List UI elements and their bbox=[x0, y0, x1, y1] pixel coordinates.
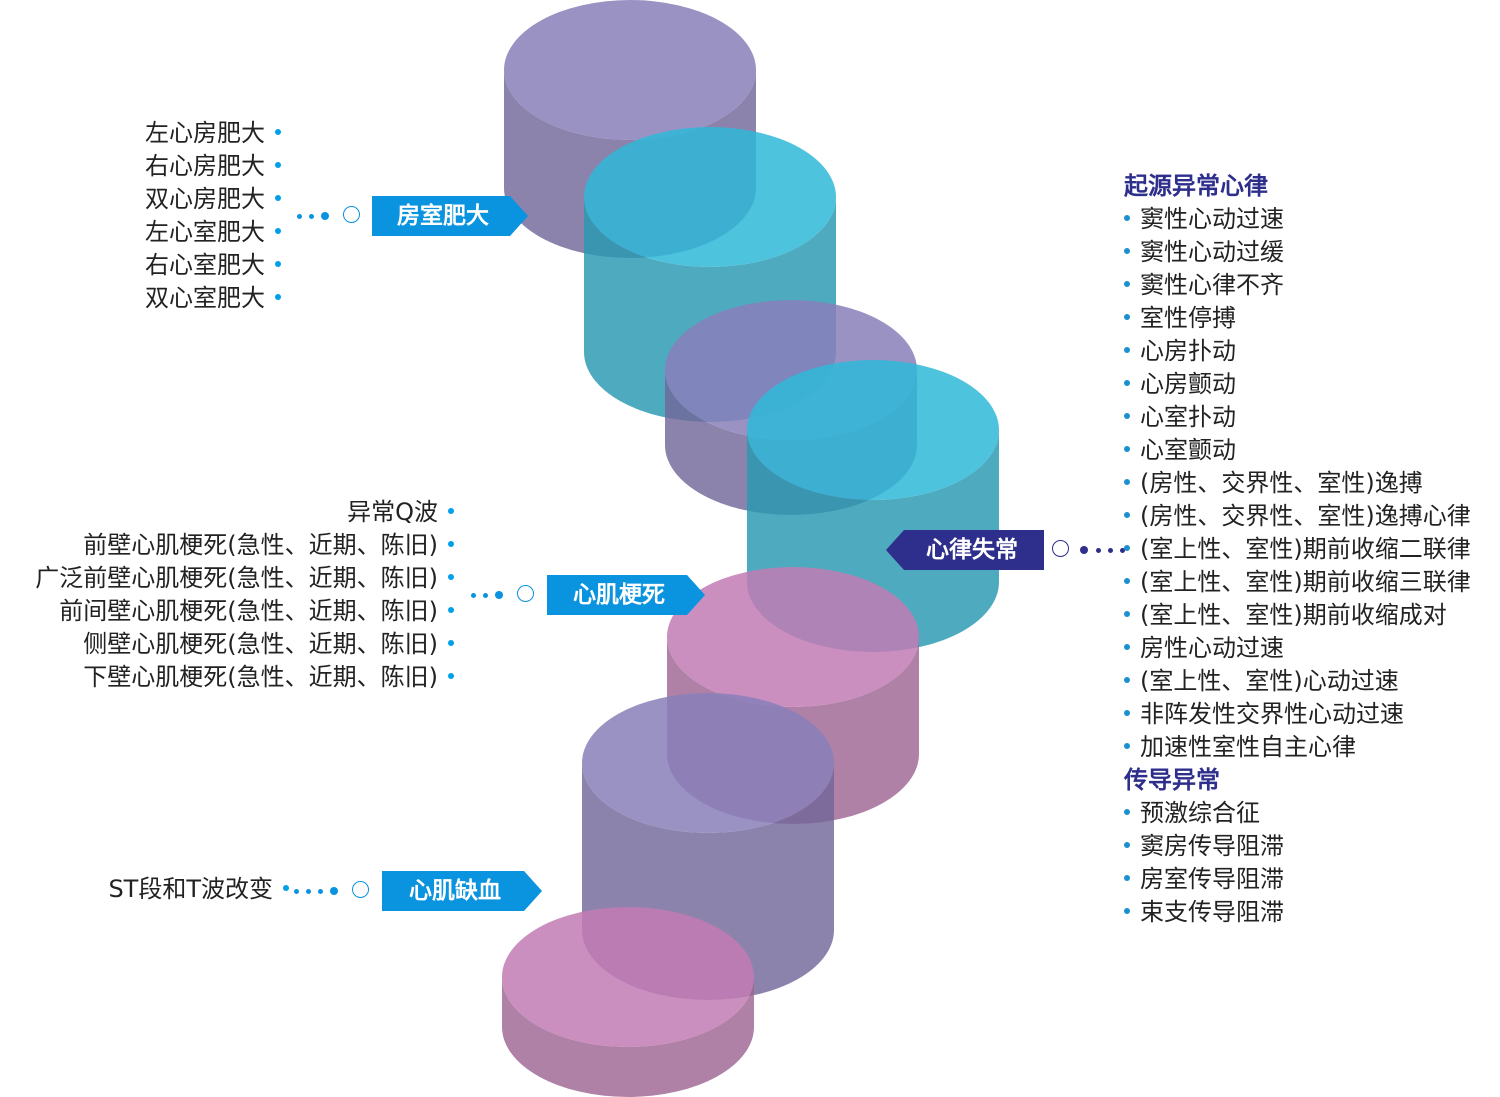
cylinder-7-top bbox=[502, 907, 754, 1047]
arrhythmia-item: (室上性、室性)期前收缩二联律 bbox=[1124, 533, 1471, 566]
hypertrophy-item: 右心室肥大 bbox=[145, 249, 281, 282]
hypertrophy-item: 右心房肥大 bbox=[145, 150, 281, 183]
hypertrophy-connector bbox=[297, 204, 367, 228]
arrhythmia-item: 心室颤动 bbox=[1124, 434, 1471, 467]
arrhythmia-item: (房性、交界性、室性)逸搏 bbox=[1124, 467, 1471, 500]
infarction-item: 异常Q波 bbox=[35, 496, 454, 529]
hypertrophy-list: 左心房肥大右心房肥大双心房肥大左心室肥大右心室肥大双心室肥大 bbox=[145, 117, 281, 315]
cylinder-5-top bbox=[667, 567, 919, 707]
arrhythmia-tag: 心律失常 bbox=[886, 530, 1044, 570]
infarction-list: 异常Q波前壁心肌梗死(急性、近期、陈旧)广泛前壁心肌梗死(急性、近期、陈旧)前间… bbox=[35, 496, 454, 694]
hypertrophy-item: 左心房肥大 bbox=[145, 117, 281, 150]
ischemia-tag: 心肌缺血 bbox=[382, 871, 542, 911]
arrhythmia-item: 窦性心律不齐 bbox=[1124, 269, 1471, 302]
section-heading: 传导异常 bbox=[1124, 766, 1220, 794]
arrhythmia-item: 束支传导阻滞 bbox=[1124, 896, 1471, 929]
arrhythmia-item: (室上性、室性)期前收缩三联律 bbox=[1124, 566, 1471, 599]
hypertrophy-item: 双心室肥大 bbox=[145, 282, 281, 315]
arrhythmia-connector bbox=[1052, 538, 1132, 562]
arrhythmia-list: 起源异常心律窦性心动过速窦性心动过缓窦性心律不齐室性停搏心房扑动心房颤动心室扑动… bbox=[1124, 170, 1471, 929]
ischemia-item: ST段和T波改变 bbox=[108, 873, 289, 906]
arrhythmia-item: 窦性心动过速 bbox=[1124, 203, 1471, 236]
arrhythmia-item: 房性心动过速 bbox=[1124, 632, 1471, 665]
arrhythmia-item: (室上性、室性)期前收缩成对 bbox=[1124, 599, 1471, 632]
ischemia-list: ST段和T波改变 bbox=[108, 873, 289, 906]
hypertrophy-tag: 房室肥大 bbox=[372, 196, 528, 236]
arrhythmia-item: (室上性、室性)心动过速 bbox=[1124, 665, 1471, 698]
cylinder-2-top bbox=[584, 127, 836, 267]
arrhythmia-item: 非阵发性交界性心动过速 bbox=[1124, 698, 1471, 731]
arrhythmia-item: 心室扑动 bbox=[1124, 401, 1471, 434]
arrhythmia-item: 窦房传导阻滞 bbox=[1124, 830, 1471, 863]
section-heading: 起源异常心律 bbox=[1124, 172, 1268, 200]
ischemia-connector bbox=[294, 879, 374, 903]
cylinder-7 bbox=[502, 907, 754, 1097]
cylinder-4-top bbox=[747, 360, 999, 500]
hypertrophy-item: 双心房肥大 bbox=[145, 183, 281, 216]
arrhythmia-item: (房性、交界性、室性)逸搏心律 bbox=[1124, 500, 1471, 533]
arrhythmia-item: 预激综合征 bbox=[1124, 797, 1471, 830]
cylinder-7-body bbox=[502, 977, 754, 1097]
infarction-item: 广泛前壁心肌梗死(急性、近期、陈旧) bbox=[35, 562, 454, 595]
infarction-tag: 心肌梗死 bbox=[547, 575, 705, 615]
cylinder-1-top bbox=[504, 0, 756, 140]
arrhythmia-item: 窦性心动过缓 bbox=[1124, 236, 1471, 269]
infarction-item: 下壁心肌梗死(急性、近期、陈旧) bbox=[35, 661, 454, 694]
arrhythmia-item: 心房扑动 bbox=[1124, 335, 1471, 368]
infarction-connector bbox=[471, 583, 541, 607]
arrhythmia-item: 心房颤动 bbox=[1124, 368, 1471, 401]
arrhythmia-item: 加速性室性自主心律 bbox=[1124, 731, 1471, 764]
arrhythmia-item: 房室传导阻滞 bbox=[1124, 863, 1471, 896]
infarction-item: 前壁心肌梗死(急性、近期、陈旧) bbox=[35, 529, 454, 562]
infarction-item: 侧壁心肌梗死(急性、近期、陈旧) bbox=[35, 628, 454, 661]
infarction-item: 前间壁心肌梗死(急性、近期、陈旧) bbox=[35, 595, 454, 628]
cylinder-6-top bbox=[582, 693, 834, 833]
arrhythmia-item: 室性停搏 bbox=[1124, 302, 1471, 335]
hypertrophy-item: 左心室肥大 bbox=[145, 216, 281, 249]
